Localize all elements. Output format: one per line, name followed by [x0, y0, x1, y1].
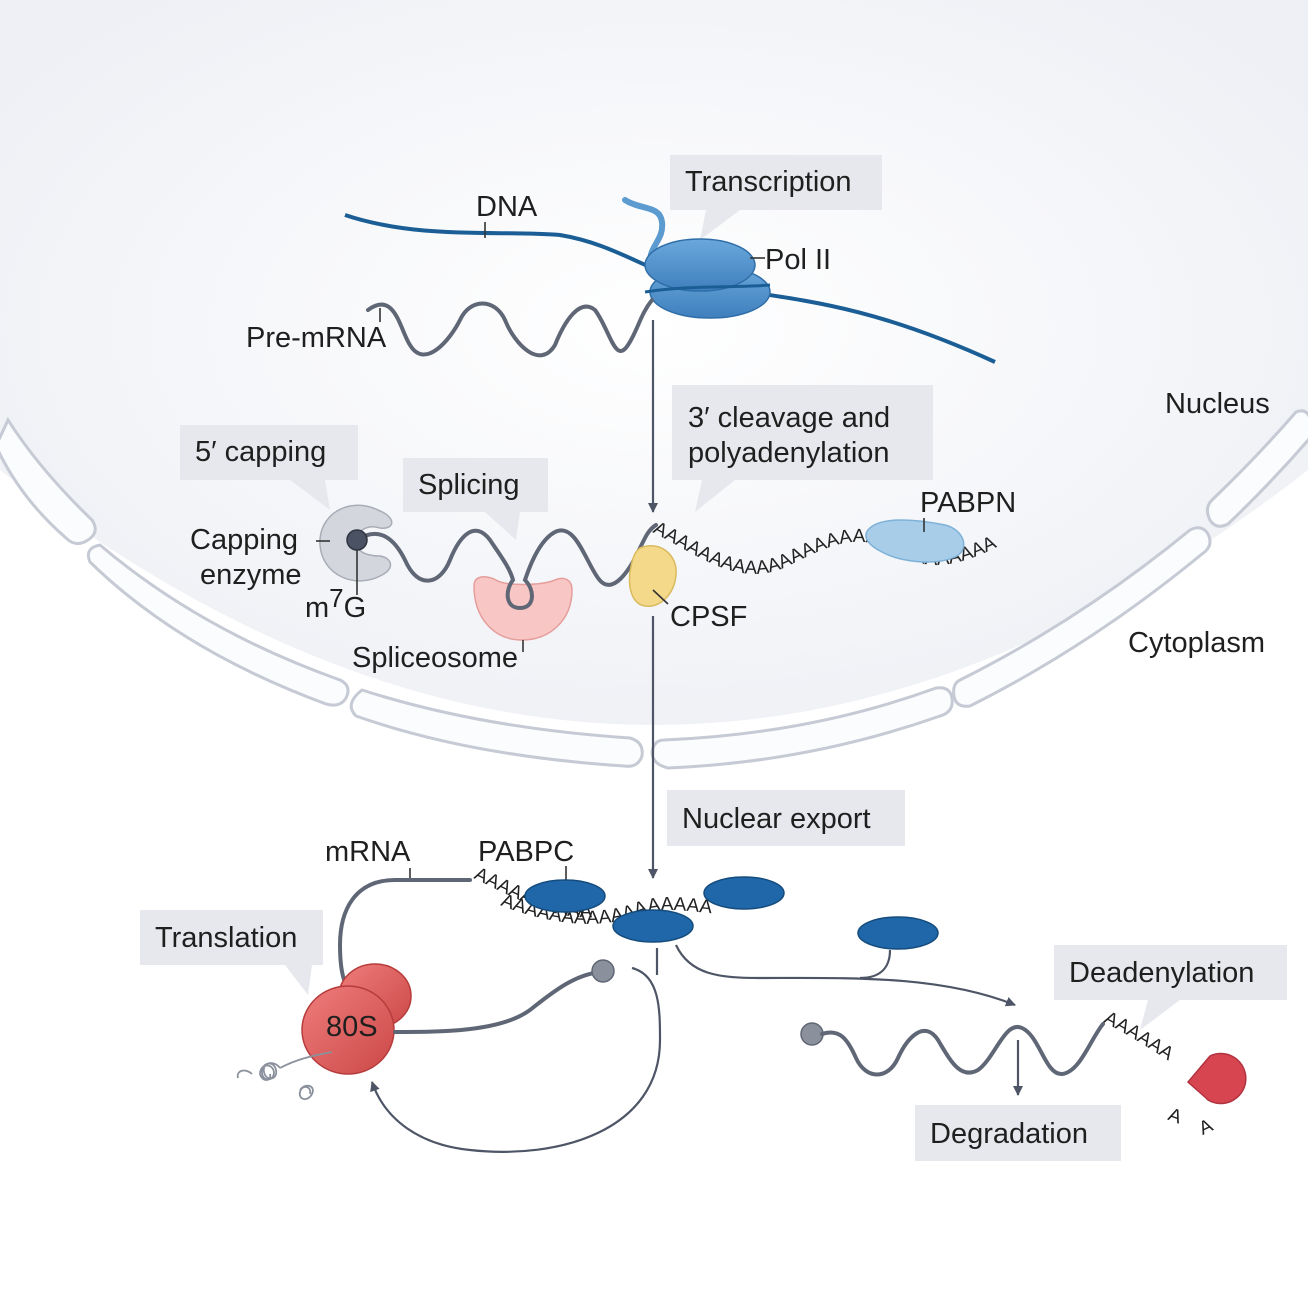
decaying-mrna-cap — [800, 1022, 824, 1046]
spliceosome-label: Spliceosome — [352, 642, 518, 674]
deadenylation-poly-a-tail: AAAAAA — [1101, 1008, 1178, 1065]
translating-mrna-cap — [591, 959, 615, 983]
released-a-1: A — [1165, 1104, 1184, 1128]
pabpc-protein-2 — [703, 876, 785, 910]
pabpc-protein-released — [857, 916, 939, 950]
translation-label: Translation — [155, 922, 297, 954]
capping-label: 5′ capping — [195, 436, 326, 468]
degradation-label: Degradation — [930, 1118, 1088, 1150]
decay-arrow — [675, 944, 1016, 1007]
pabpc-protein-1 — [524, 879, 606, 913]
pabpn — [865, 519, 965, 563]
splicing-label: Splicing — [418, 469, 520, 501]
transcription-label: Transcription — [685, 166, 852, 198]
processing-mrna-strand — [355, 523, 658, 611]
m7g-label: m7G — [305, 583, 366, 624]
pabpc-label: PABPC — [478, 836, 574, 868]
recycling-arrow — [370, 966, 662, 1153]
ribosome-80s — [301, 963, 412, 1075]
mrna-label: mRNA — [325, 836, 411, 868]
nuclear-envelope — [0, 409, 1308, 770]
deadenylation-label: Deadenylation — [1069, 957, 1254, 989]
nuclear-export-callout: Nuclear export — [667, 790, 905, 846]
pre-mrna-label: Pre-mRNA — [246, 322, 387, 354]
capping-enzyme — [319, 504, 393, 582]
pabpc-release-line — [859, 949, 892, 980]
pabpn-label: PABPN — [920, 487, 1016, 519]
pol2-label: Pol II — [765, 244, 831, 276]
splicing-callout: Splicing — [403, 458, 548, 540]
deadenylase-enzyme — [1186, 1052, 1247, 1105]
cleavage-label-line2: polyadenylation — [688, 437, 890, 469]
nucleus-label: Nucleus — [1165, 388, 1270, 420]
cleavage-callout: 3′ cleavage and polyadenylation — [672, 385, 933, 512]
pre-mrna-strand — [366, 298, 654, 358]
pol-ii — [622, 197, 771, 319]
nascent-peptide — [236, 1051, 333, 1100]
translating-mrna-strand — [393, 970, 602, 1034]
released-a-2: A — [1196, 1115, 1217, 1140]
translation-callout: Translation — [140, 910, 323, 995]
cpsf-label: CPSF — [670, 601, 747, 633]
nuclear-export-label: Nuclear export — [682, 803, 871, 835]
ribosome-label: 80S — [326, 1011, 378, 1043]
capping-enzyme-label-line1: Capping — [190, 524, 298, 556]
cpsf — [628, 545, 677, 607]
transcription-callout: Transcription — [670, 155, 882, 240]
capping-callout: 5′ capping — [180, 425, 358, 510]
decaying-mrna-strand — [820, 1022, 1105, 1077]
capping-enzyme-label-line2: enzyme — [200, 559, 302, 591]
cleavage-label-line1: 3′ cleavage and — [688, 402, 890, 434]
cytoplasm-label: Cytoplasm — [1128, 627, 1265, 659]
deadenylation-callout: Deadenylation — [1054, 945, 1287, 1030]
cpsf-leader — [652, 589, 669, 605]
m7g-cap — [346, 529, 368, 551]
pabpc-protein-3 — [612, 909, 694, 943]
dna-label: DNA — [476, 191, 538, 223]
degradation-callout: Degradation — [915, 1105, 1121, 1161]
